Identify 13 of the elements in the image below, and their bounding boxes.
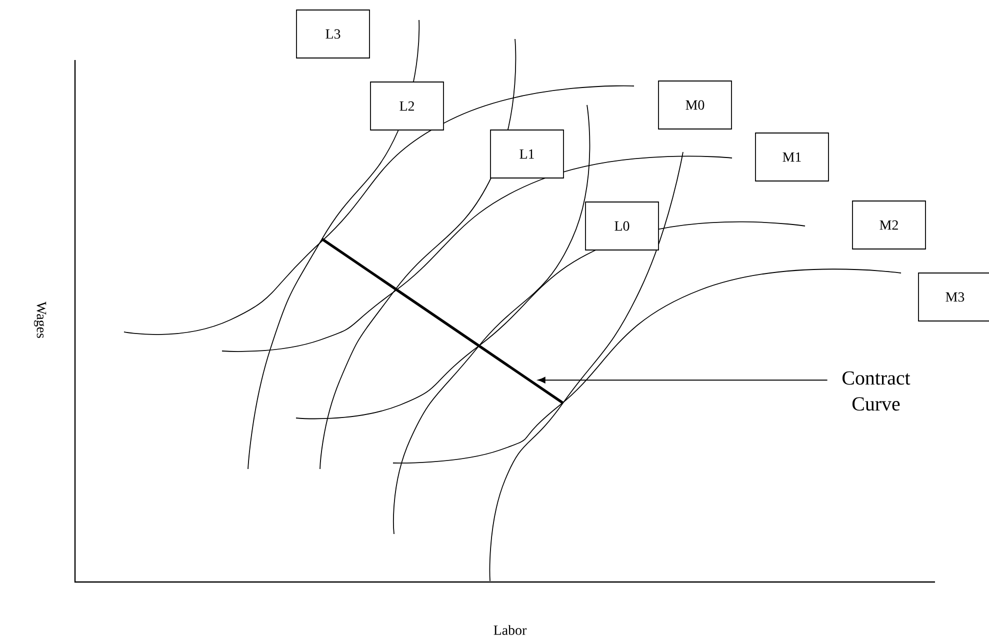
axis-label: Wages [34,302,46,338]
curve-label-box: M2 [852,200,926,250]
curve-label-box: L2 [370,82,444,130]
annotation-text: Contract Curve [842,371,910,411]
curve-label-box: L1 [490,130,564,178]
curve-label-box: M3 [918,272,989,322]
curve-label-box: M0 [658,80,732,130]
curve-label-box: M1 [755,132,829,182]
curve-label-box: L0 [585,202,659,250]
contract-curve-line [321,238,564,404]
leader-arrow [538,376,828,384]
curve-label-box: L3 [296,10,370,58]
axis-label: Labor [494,625,527,635]
